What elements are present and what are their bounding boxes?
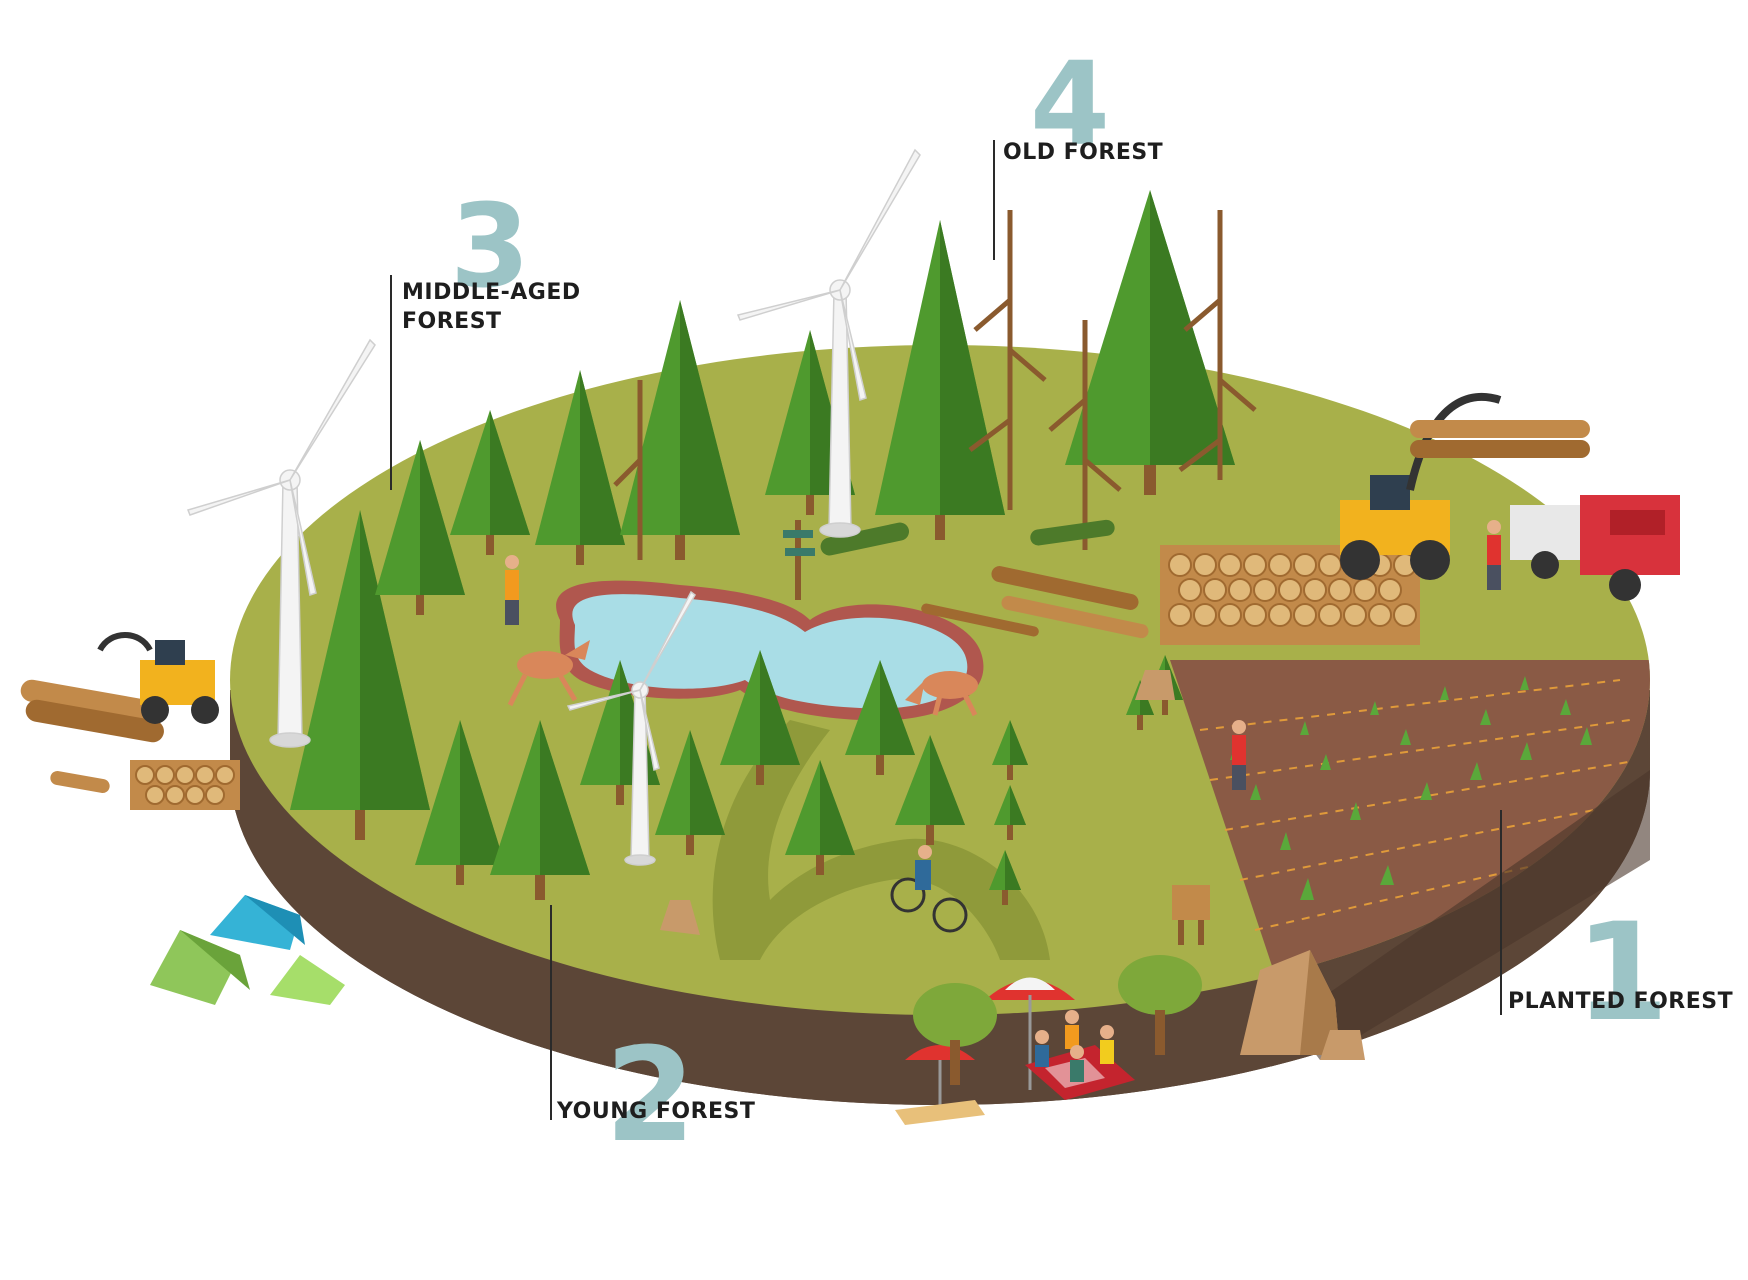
- stage-1-label: PLANTED FOREST: [1508, 989, 1734, 1014]
- picnic-tree: [913, 955, 1202, 1085]
- stage-4-number: 4: [1030, 38, 1111, 172]
- stage-2-label: YOUNG FOREST: [557, 1099, 756, 1124]
- tent-icon: [150, 895, 345, 1005]
- forwarder-icon: [97, 632, 219, 724]
- leader-line-middle-aged-forest: [390, 275, 392, 490]
- stage-3-number: 3: [450, 180, 531, 314]
- dead-tree-icon: [613, 210, 1257, 560]
- fallen-log: [820, 519, 1115, 556]
- forest-worker: [505, 520, 1501, 790]
- log-loader-icon: [1340, 393, 1590, 580]
- cyclist-icon: [890, 845, 968, 933]
- wind-turbine-icon: [186, 148, 921, 866]
- leader-line-young-forest: [550, 905, 552, 1120]
- signpost-icon: [783, 520, 1210, 945]
- walking-path: [712, 720, 1050, 960]
- log-truck-icon: [1510, 495, 1680, 601]
- stage-1-number: 1: [1575, 894, 1669, 1051]
- picnic-people: [1035, 1010, 1114, 1082]
- leader-line-old-forest: [993, 140, 995, 260]
- stage-2-number: 2: [605, 1019, 696, 1171]
- deer-icon: [507, 640, 978, 717]
- stage-4-label: OLD FOREST: [1003, 140, 1164, 165]
- stage-3-label: MIDDLE-AGED: [402, 280, 581, 305]
- boulder-icon: [660, 670, 1365, 1060]
- stage-3-label-line2: FOREST: [402, 309, 502, 334]
- leader-line-planted-forest: [1500, 810, 1502, 1015]
